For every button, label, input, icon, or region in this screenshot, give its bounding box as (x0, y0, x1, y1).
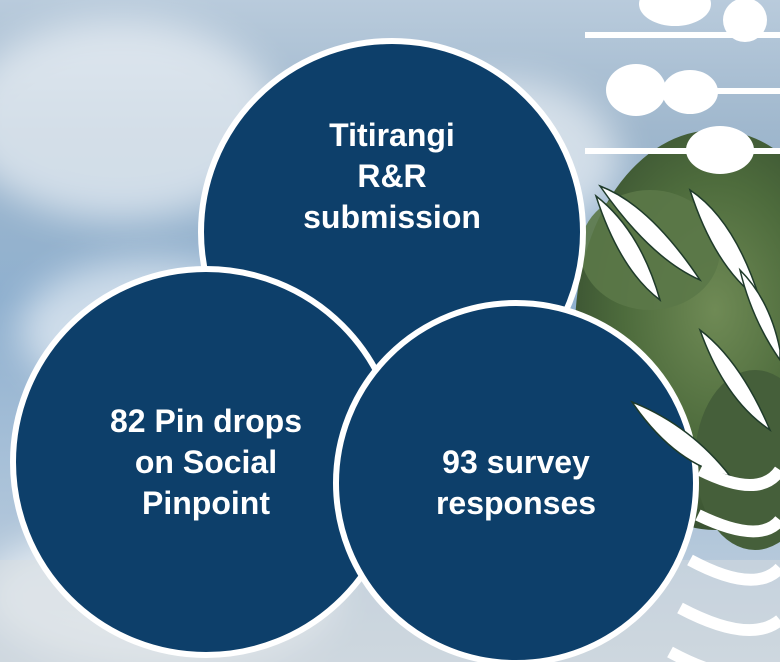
pin-drops-label: 82 Pin drops on Social Pinpoint (109, 402, 303, 521)
arc-pattern (667, 464, 780, 662)
pin-lines-pattern (585, 0, 780, 174)
submission-label: Titirangi R&R submission (303, 116, 481, 235)
leaf-pattern (594, 184, 780, 478)
survey-responses-circle: 93 survey responses (333, 300, 699, 662)
survey-responses-label: 93 survey responses (435, 444, 597, 521)
